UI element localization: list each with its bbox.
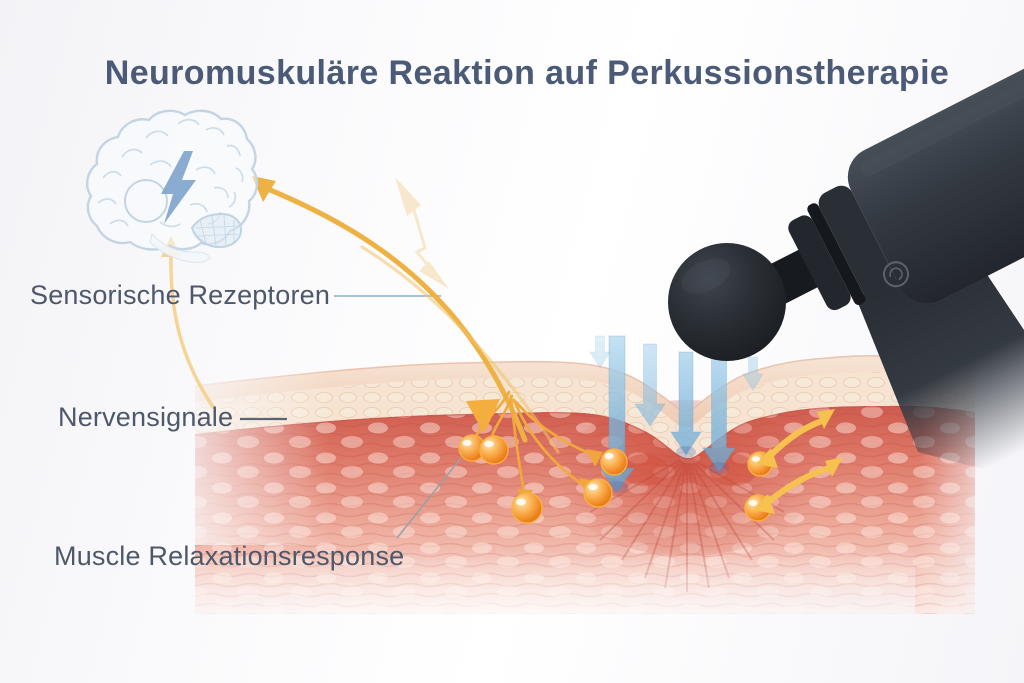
- receptor-sphere-icon: [600, 448, 628, 476]
- gun-logo: [883, 261, 910, 288]
- label-sensory-receptors: Sensorische Rezeptoren: [30, 280, 331, 310]
- ball-head-icon: [668, 243, 786, 361]
- muscle-fibers-radial: [589, 455, 785, 592]
- gun-handle: [856, 246, 1024, 480]
- down-arrow-icon: [670, 351, 702, 456]
- pointer-line-muscle: [396, 457, 462, 539]
- massage-gun-icon: [668, 19, 1024, 480]
- double-curved-arrow-icon: [753, 457, 843, 514]
- arrowhead: [586, 449, 603, 467]
- sensory-receptors: [458, 434, 773, 524]
- nerve-signal-arrows: [161, 176, 773, 524]
- label-nerve-signals: Nervensignale: [58, 402, 234, 432]
- muscle-layer: [194, 400, 976, 614]
- brain-icon: [85, 109, 259, 263]
- cerebellum-folds: [195, 214, 241, 247]
- curved-arrow-icon: [260, 184, 528, 443]
- receptor-sphere-icon: [511, 492, 543, 524]
- receptor-sphere-icon: [479, 435, 509, 465]
- ghost-vibration-arrows: [395, 177, 449, 289]
- tissue-cross-section: [194, 354, 976, 614]
- skin-layer: [194, 354, 976, 427]
- brainstem: [149, 232, 211, 263]
- down-arrow-icon: [742, 356, 764, 391]
- down-arrow-icon: [634, 343, 666, 427]
- gun-ring: [788, 215, 851, 311]
- relaxation-arrows: [753, 409, 843, 514]
- nerve-fibers: [474, 390, 598, 494]
- gun-ring: [807, 203, 866, 305]
- receptor-sphere-icon: [583, 478, 613, 508]
- temporal-lobe: [124, 179, 168, 223]
- gun-body: [847, 19, 1024, 304]
- arrowhead: [466, 399, 500, 434]
- label-muscle-relaxation: Muscle Relaxationsresponse: [54, 541, 405, 571]
- gun-ring: [818, 185, 897, 301]
- receptor-sphere-icon: [458, 434, 486, 462]
- lightning-bolt-icon: [161, 151, 196, 224]
- fat-layer: [195, 371, 975, 458]
- page-title: Neuromuskuläre Reaktion auf Perkussionst…: [104, 54, 950, 92]
- brain-gyri: [97, 118, 244, 228]
- double-curved-arrow-icon: [756, 409, 835, 468]
- down-arrow-icon: [589, 335, 611, 369]
- down-arrow-icon: [702, 356, 736, 473]
